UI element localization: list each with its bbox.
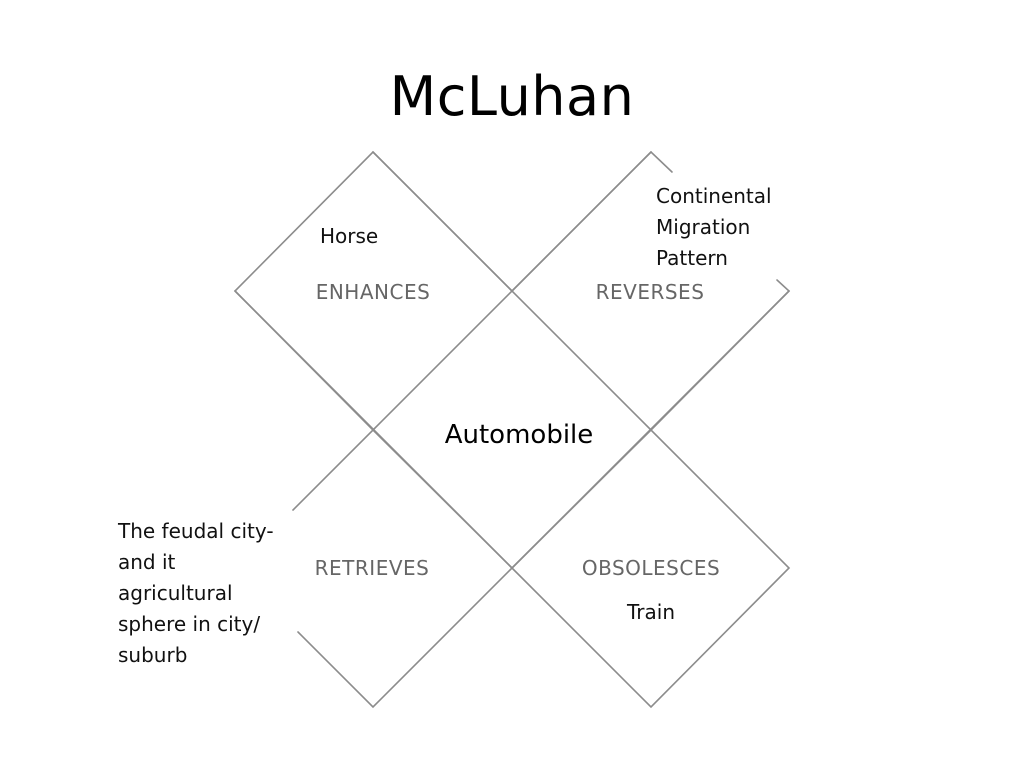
retrieves-label: RETRIEVES [314, 556, 430, 580]
reverses-diamond-outline [511, 150, 673, 292]
retrieves-diamond-edge-lower [297, 567, 513, 709]
obsolesces-diamond-outline [511, 428, 791, 709]
reverses-item: Continental Migration Pattern [656, 184, 772, 270]
reverses-label: REVERSES [595, 280, 705, 304]
enhances-label: ENHANCES [315, 280, 431, 304]
medium-label: Automobile [444, 420, 594, 450]
enhances-item: Horse [320, 224, 379, 248]
retrieves-diamond-edge-upper [292, 428, 513, 569]
obsolesces-label: OBSOLESCES [581, 556, 721, 580]
obsolesces-item: Train [627, 600, 675, 624]
center-diagonal-up [372, 151, 652, 431]
slide-title: McLuhan [389, 65, 635, 128]
retrieves-item: The feudal city- and it agricultural sph… [118, 519, 274, 667]
